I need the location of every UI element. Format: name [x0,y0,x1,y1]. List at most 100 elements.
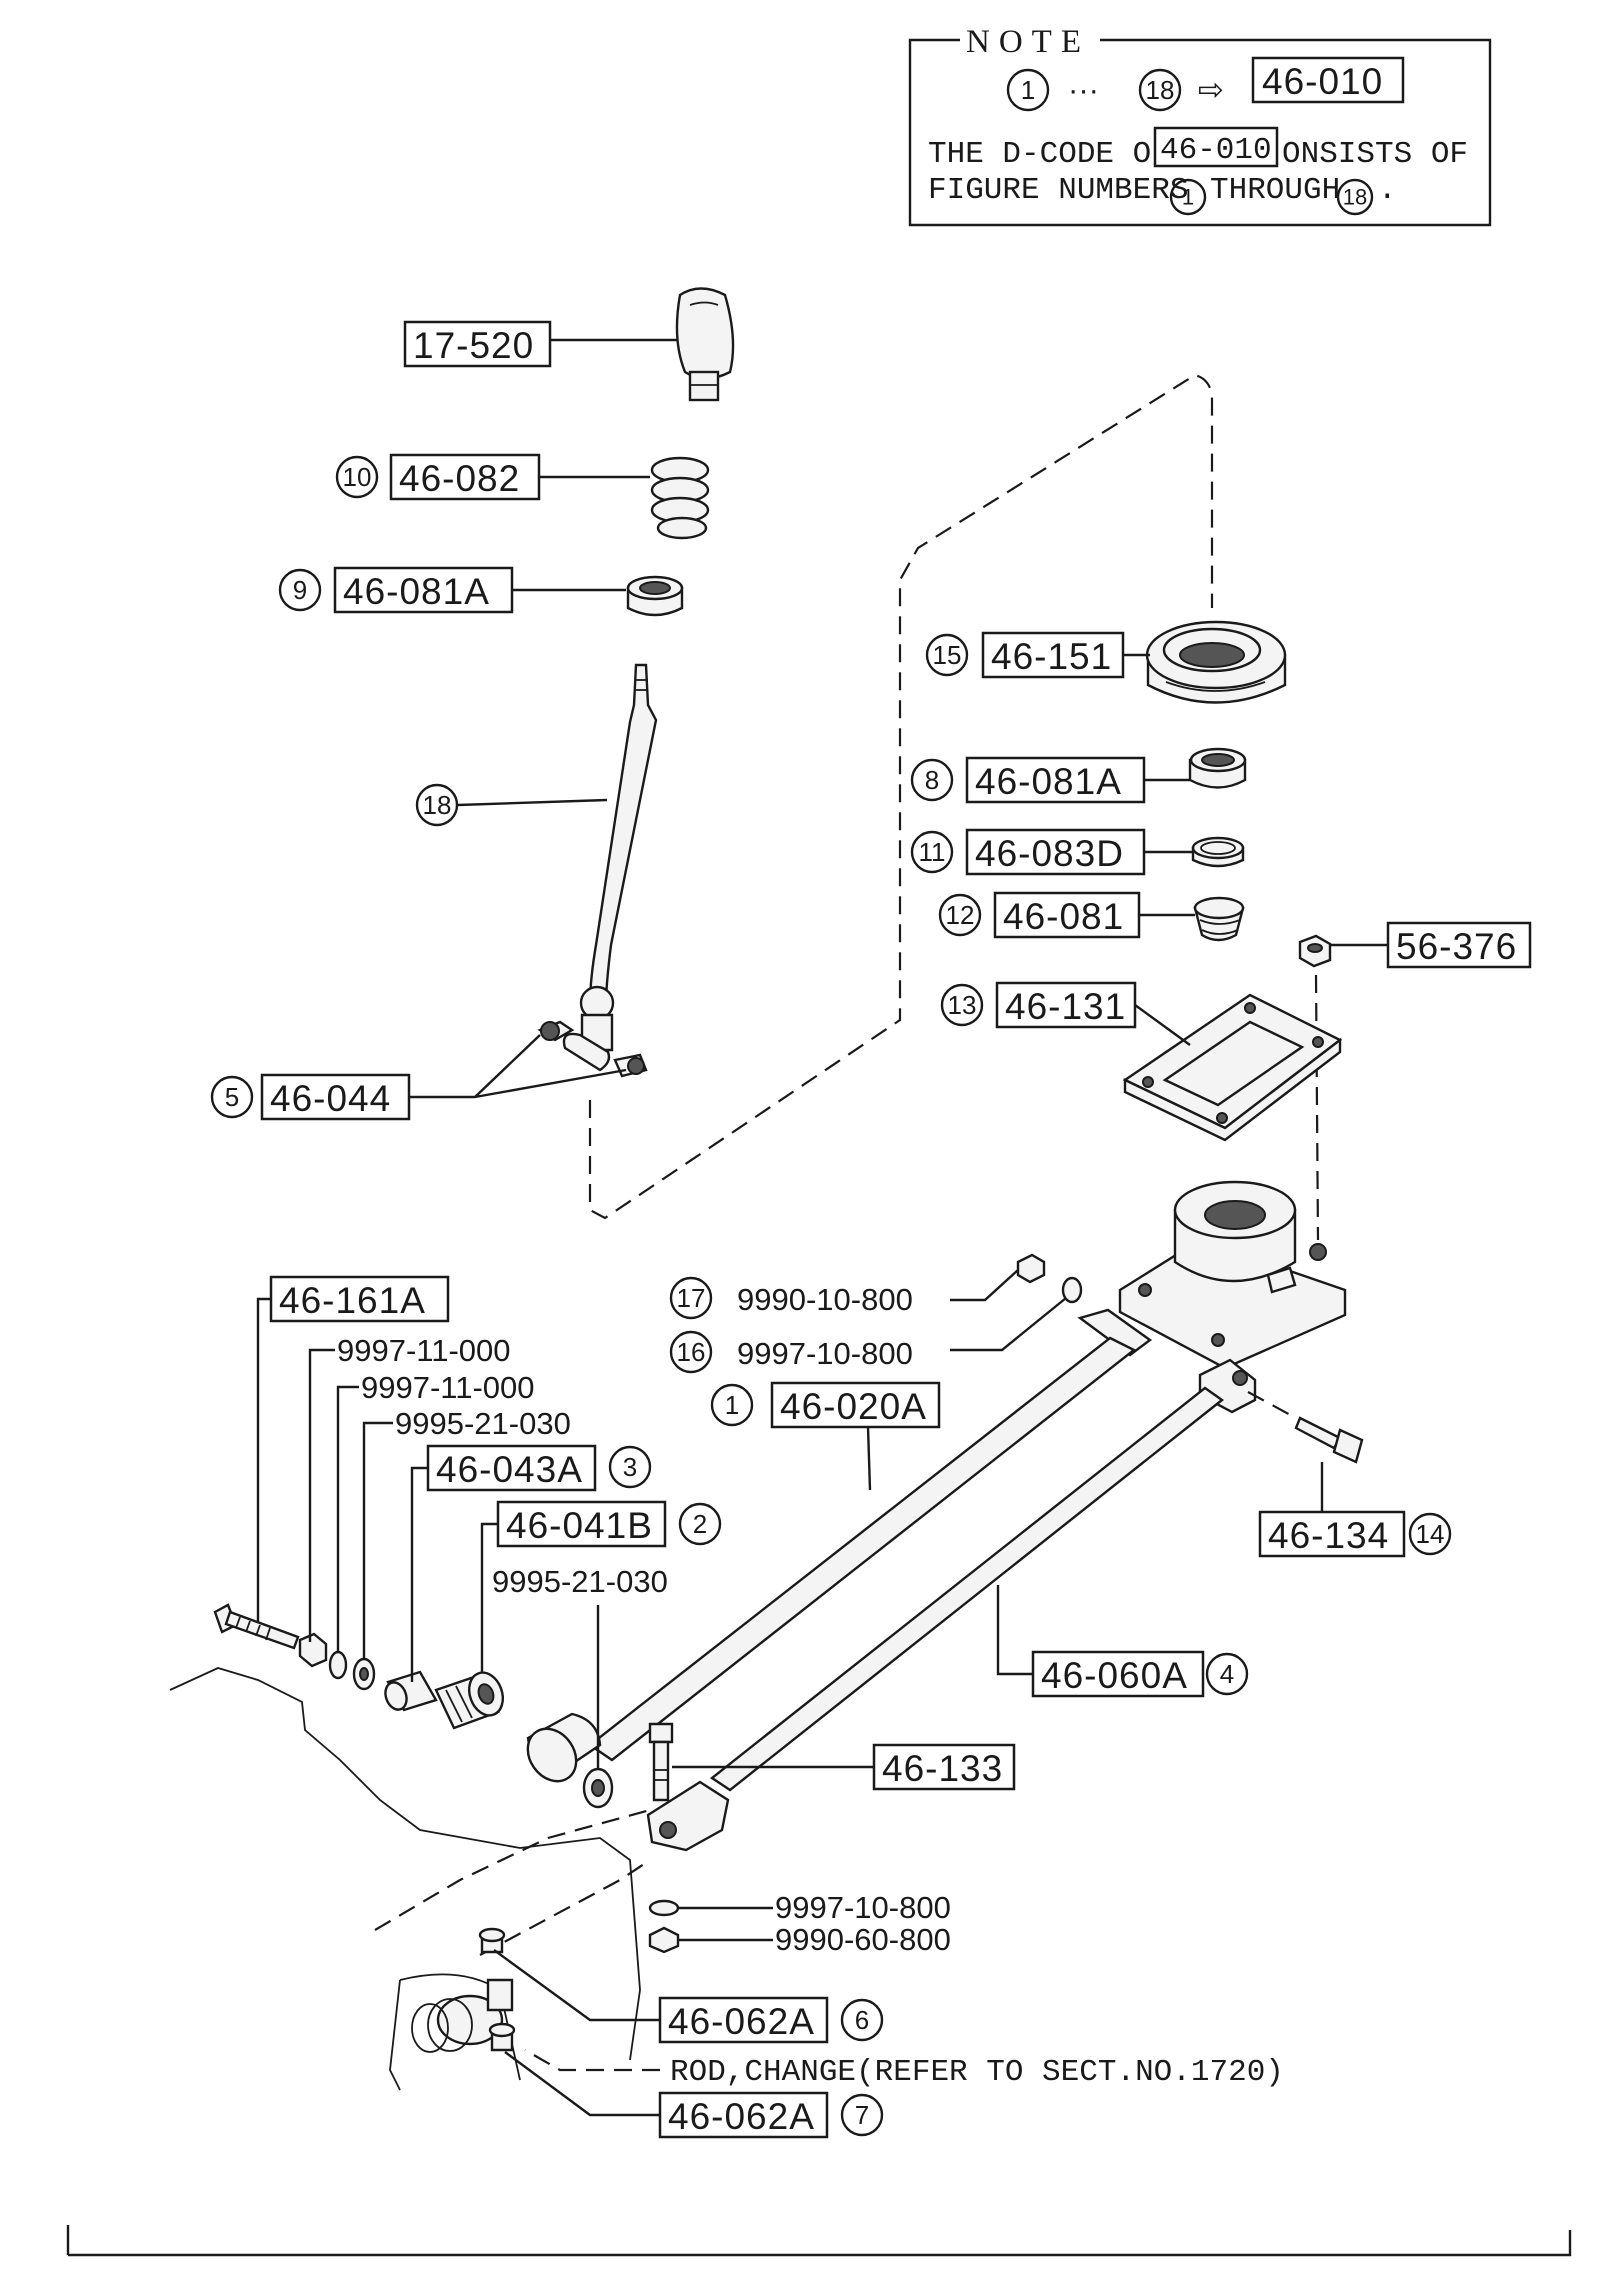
bolt-14-part [1294,1416,1364,1464]
stack-washer-1-part [328,1650,348,1680]
p7-code-box [658,2091,829,2139]
spring-part [650,456,710,540]
note-title: NOTE [966,24,1090,60]
note-range-from: 1 [1021,75,1035,105]
p7-num: 7 [855,2100,869,2130]
p9-code-box [333,566,514,614]
p12-num: 12 [946,900,975,930]
p7-leader [504,2051,660,2117]
p6-leader [493,1949,660,2022]
nut-code-box [1386,921,1532,969]
p18-num: 18 [423,790,452,820]
transmission-outline [169,1667,641,2061]
nut-part [1298,934,1332,968]
note-range-from-circle [1006,68,1050,112]
p3-code: 46-043A [436,1449,583,1490]
note-range-to: 18 [1146,75,1175,105]
p10-code-box [389,453,541,501]
bolt-133-part [648,1722,674,1802]
stack-nut-part [298,1632,328,1668]
p7-code: 46-062A [668,2096,815,2137]
p18-circle [415,783,459,827]
p2-code: 46-041B [506,1505,653,1546]
boot-part [1145,620,1287,704]
p17-leader [950,1269,1019,1302]
note-range-to-circle [1138,68,1182,112]
p6-code-box [658,1996,829,2044]
stack-washer-2-hole [359,1667,369,1681]
p10-num: 10 [343,462,372,492]
p3-circle [608,1445,652,1489]
w2-code: 9997-11-000 [361,1370,535,1405]
p5-code-box [260,1073,411,1121]
note-ellipsis: ··· [1068,72,1099,107]
p1-code-box [770,1381,941,1429]
p2-leader [480,1522,498,1672]
p12-circle [938,893,982,937]
p6-num: 6 [855,2005,869,2035]
note-line2-to-circle [1336,178,1374,216]
stack-washer-4-hole [591,1779,605,1797]
w1-code: 9997-11-000 [337,1333,511,1368]
pin-6-part [478,1927,514,2012]
p18-leader [457,798,608,807]
w5-code: 9997-10-800 [775,1890,951,1925]
n5-nut-part [648,1926,680,1954]
p15-code: 46-151 [991,636,1112,677]
note-line2-to: 18 [1343,185,1367,210]
p11-num: 11 [919,837,946,867]
p4-circle [1205,1652,1249,1696]
rod-dash-1 [374,1808,651,1931]
p1-leader [866,1426,872,1491]
rod-boot-part [411,1994,504,2053]
p5-circle [210,1075,254,1119]
note-line2-pre: FIGURE NUMBERS [928,173,1188,208]
note-line1-code: 46-010 [1160,133,1272,168]
p15-num: 15 [933,640,962,670]
note-dcode-box [1251,56,1405,104]
note-line1-post: ONSISTS OF [1282,137,1468,172]
p2-circle [678,1502,722,1546]
p3-num: 3 [623,1452,637,1482]
p13-code-box [995,981,1137,1029]
p9-code: 46-081A [343,571,490,612]
w2-leader [336,1385,359,1652]
p8-code-box [965,756,1146,804]
w3-leader [362,1421,393,1659]
p13-leader [1134,1004,1191,1046]
w5-washer-part [648,1899,680,1917]
p5-leader [409,1034,627,1099]
extension-bar-part [646,1358,1257,1852]
p9-circle [278,568,322,612]
w3-code: 9995-21-030 [395,1406,571,1441]
bolt-code: 46-161A [279,1280,426,1321]
page-frame-rule [66,2225,1572,2257]
p1-code: 46-020A [780,1386,927,1427]
pin-7-part [488,2022,516,2052]
p2-num: 2 [693,1509,707,1539]
n5-code: 9990-60-800 [775,1922,951,1957]
p13-code: 46-131 [1005,986,1126,1027]
boot-outline [588,373,1214,1220]
p11-code: 46-083D [975,833,1124,874]
p4-code-box [1031,1650,1205,1698]
p8-circle [910,758,954,802]
note-dcode: 46-010 [1262,61,1383,102]
nut-guide [1314,974,1320,1241]
p17-code: 9990-10-800 [737,1282,913,1317]
shift-knob-part [675,287,735,402]
long-bolt-part [213,1603,300,1650]
p5-code: 46-044 [270,1078,391,1119]
p10-code: 46-082 [399,458,520,499]
shift-lever-part [537,663,658,1078]
note-line2-end: . [1378,173,1397,208]
washer-16-part [1061,1276,1083,1304]
w1-leader [308,1348,335,1642]
bolt-leader [256,1297,271,1630]
bushing-part [626,575,684,617]
p16-num: 16 [677,1337,706,1367]
bush-part [434,1671,505,1730]
p12-code: 46-081 [1003,896,1124,937]
p15-circle [925,633,969,677]
p6-circle [840,1998,884,2042]
